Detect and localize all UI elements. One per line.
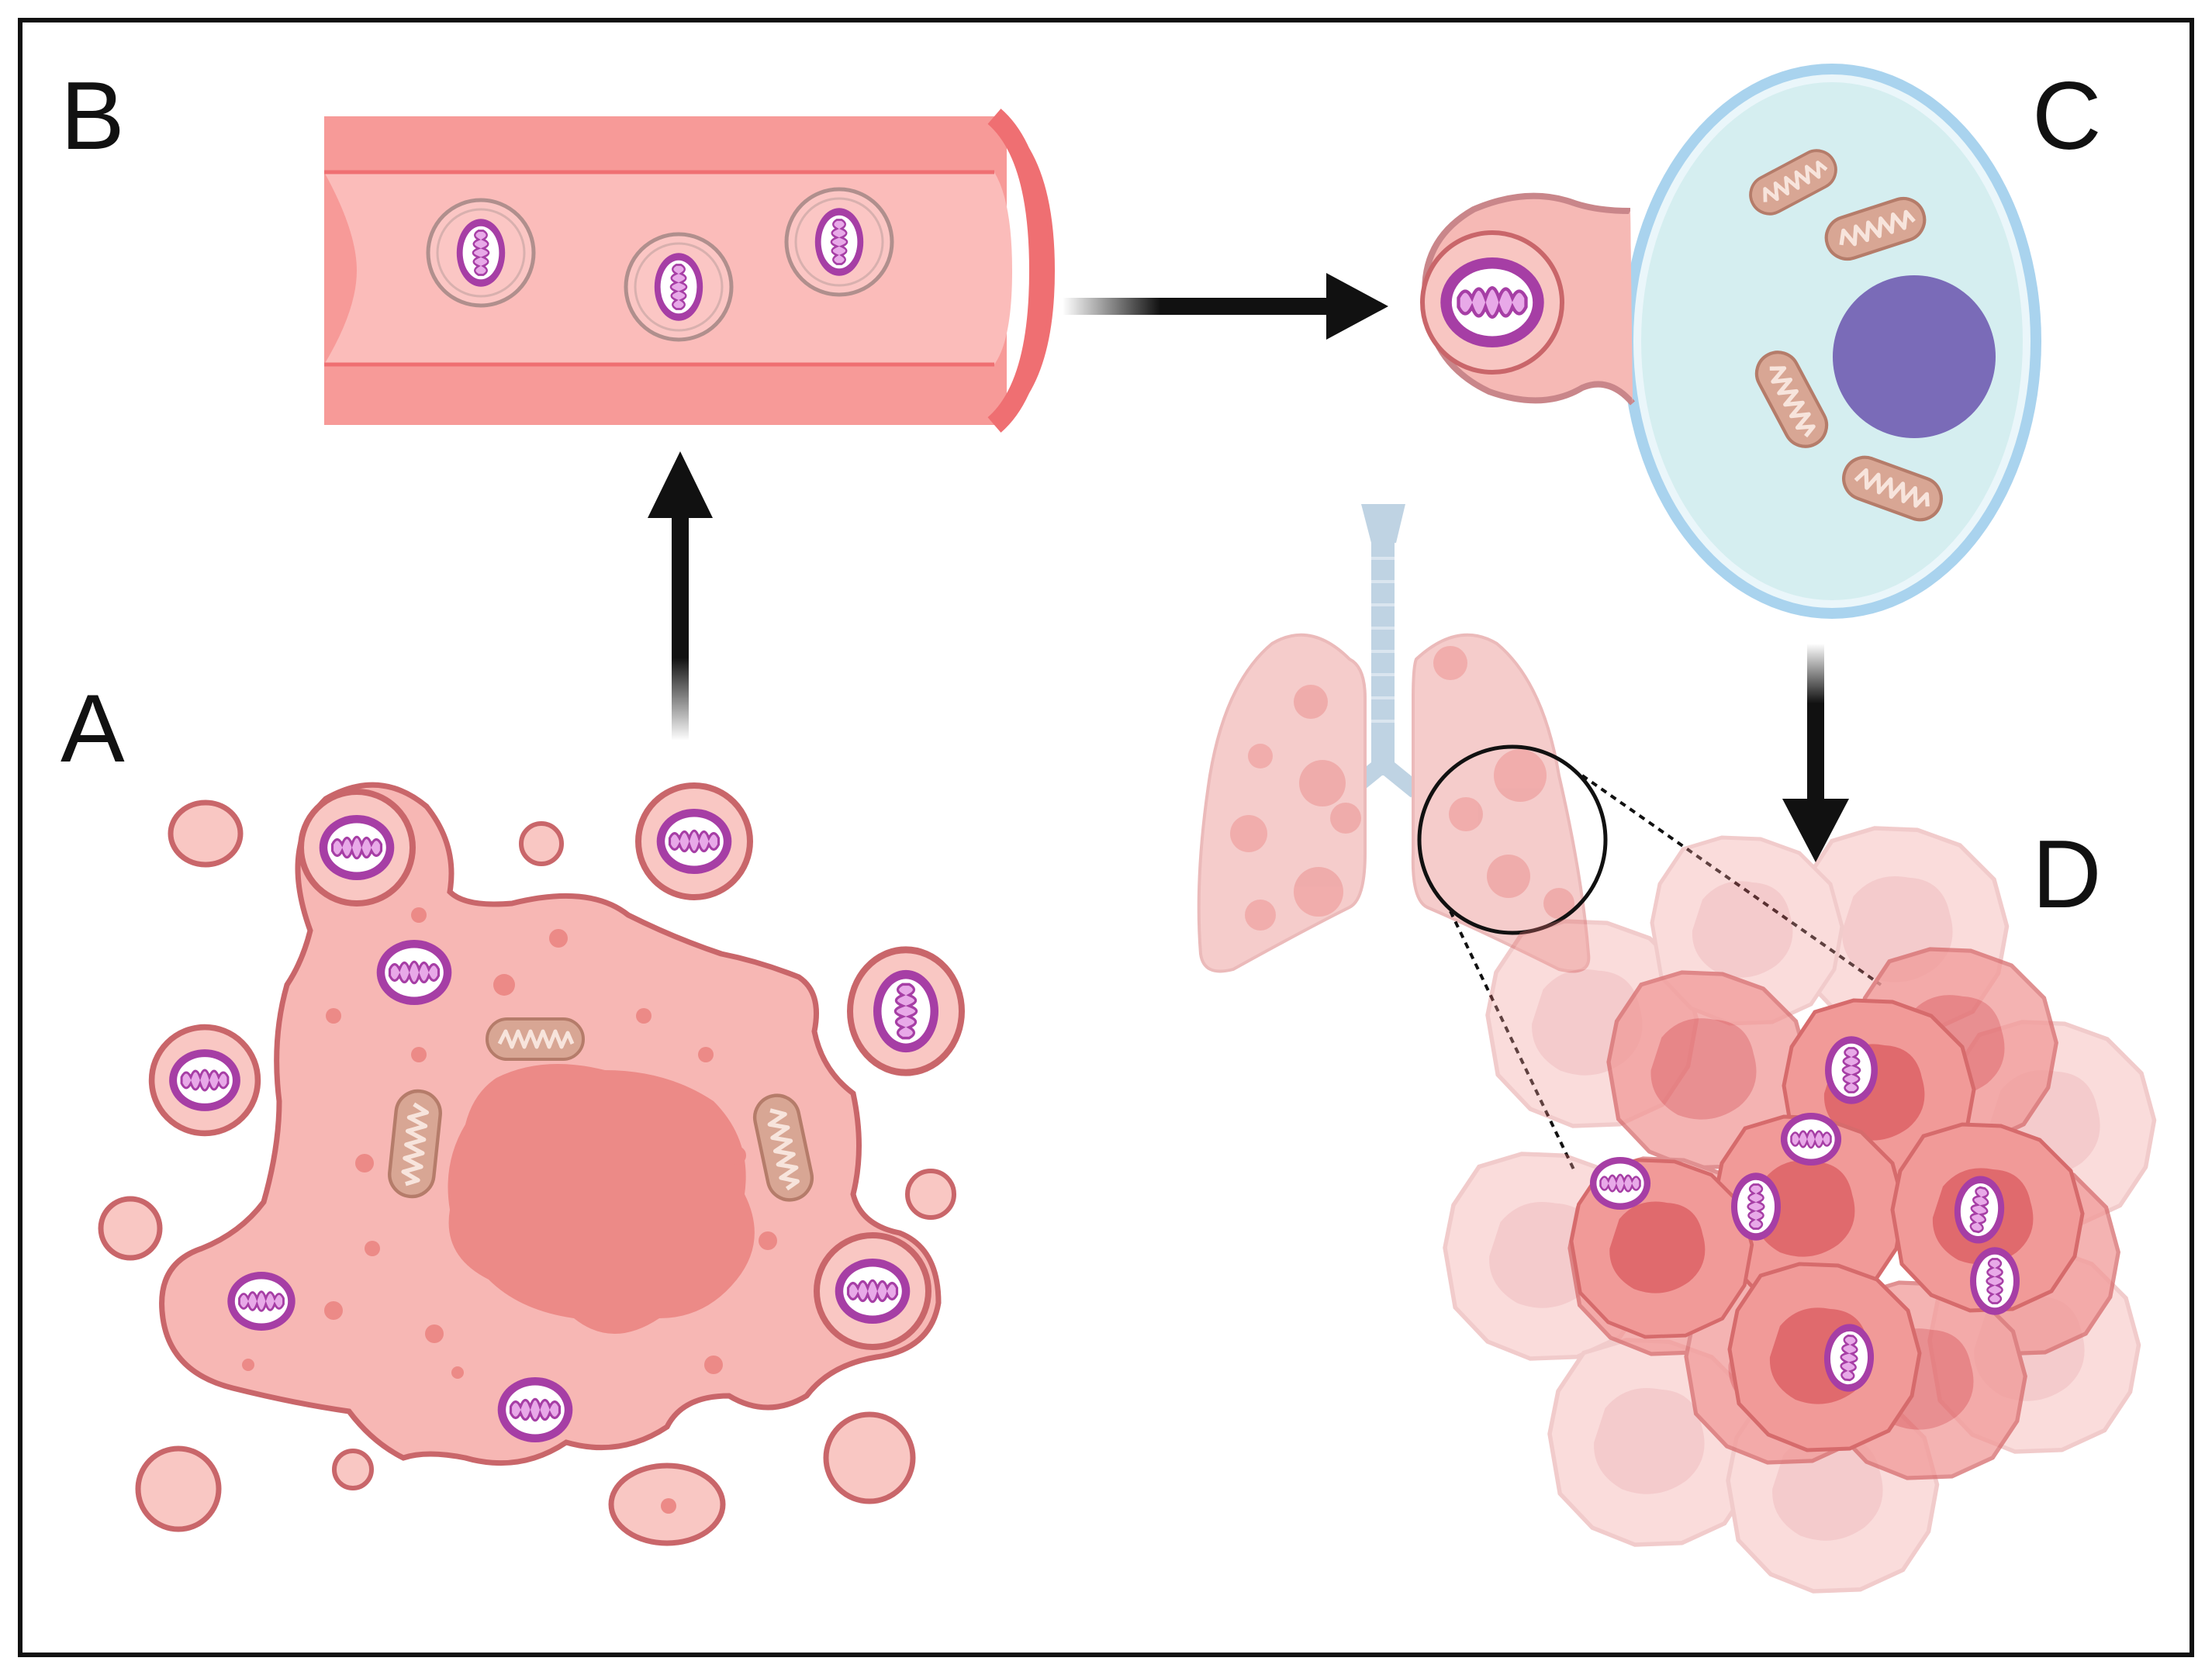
panel-label-a: A [60,675,125,782]
internalized-vesicle [1420,230,1564,375]
panel-label-b: B [60,63,125,170]
arrow-b-to-c [1063,273,1388,340]
vessel-vesicle-2 [626,234,731,340]
arrow-c-to-d [1782,644,1849,862]
panel-label-c: C [2032,63,2102,170]
extracellular-vesicles [98,786,962,1546]
host-nucleus [1833,275,1996,438]
vessel-vesicle-1 [428,200,534,306]
panel-label-d: D [2032,821,2102,928]
vessel-vesicle-3 [786,189,892,295]
arrow-a-to-b [648,451,713,741]
blood-vessel-icon [324,109,1055,433]
tumor-cell-icon [159,782,942,1466]
